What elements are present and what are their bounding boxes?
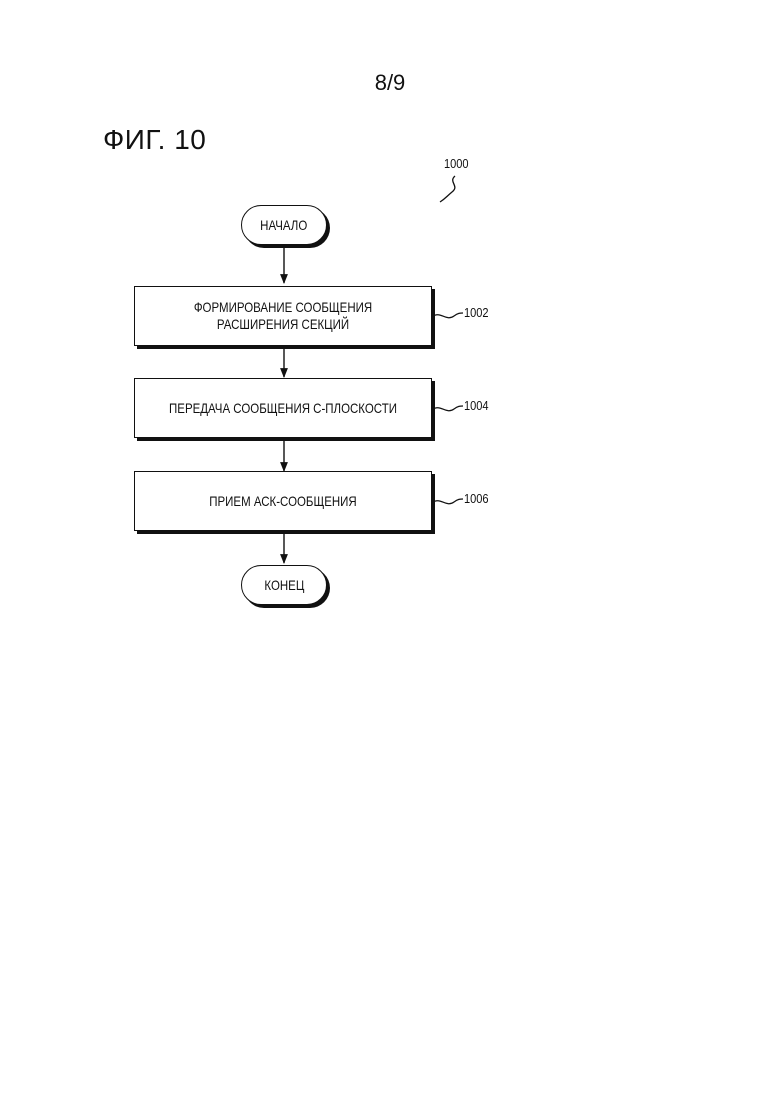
- step-1-box: ФОРМИРОВАНИЕ СООБЩЕНИЯ РАСШИРЕНИЯ СЕКЦИЙ: [134, 286, 432, 346]
- end-terminal: КОНЕЦ: [241, 565, 327, 605]
- diagram-ref-leader: [440, 176, 455, 202]
- step1-ref-leader: [432, 313, 463, 318]
- start-label: НАЧАЛО: [260, 217, 307, 233]
- step-2-ref: 1004: [464, 398, 489, 413]
- step2-ref-leader: [432, 406, 463, 411]
- start-terminal: НАЧАЛО: [241, 205, 327, 245]
- step3-ref-leader: [432, 499, 463, 504]
- step-3-ref: 1006: [464, 491, 489, 506]
- step-3-box: ПРИЕМ АСК-СООБЩЕНИЯ: [134, 471, 432, 531]
- end-label: КОНЕЦ: [264, 577, 304, 593]
- step-3-label: ПРИЕМ АСК-СООБЩЕНИЯ: [162, 493, 405, 510]
- step-1-label: ФОРМИРОВАНИЕ СООБЩЕНИЯ РАСШИРЕНИЯ СЕКЦИЙ: [162, 299, 405, 333]
- step-1-ref: 1002: [464, 305, 489, 320]
- step-2-box: ПЕРЕДАЧА СООБЩЕНИЯ С-ПЛОСКОСТИ: [134, 378, 432, 438]
- step-2-label: ПЕРЕДАЧА СООБЩЕНИЯ С-ПЛОСКОСТИ: [162, 400, 405, 417]
